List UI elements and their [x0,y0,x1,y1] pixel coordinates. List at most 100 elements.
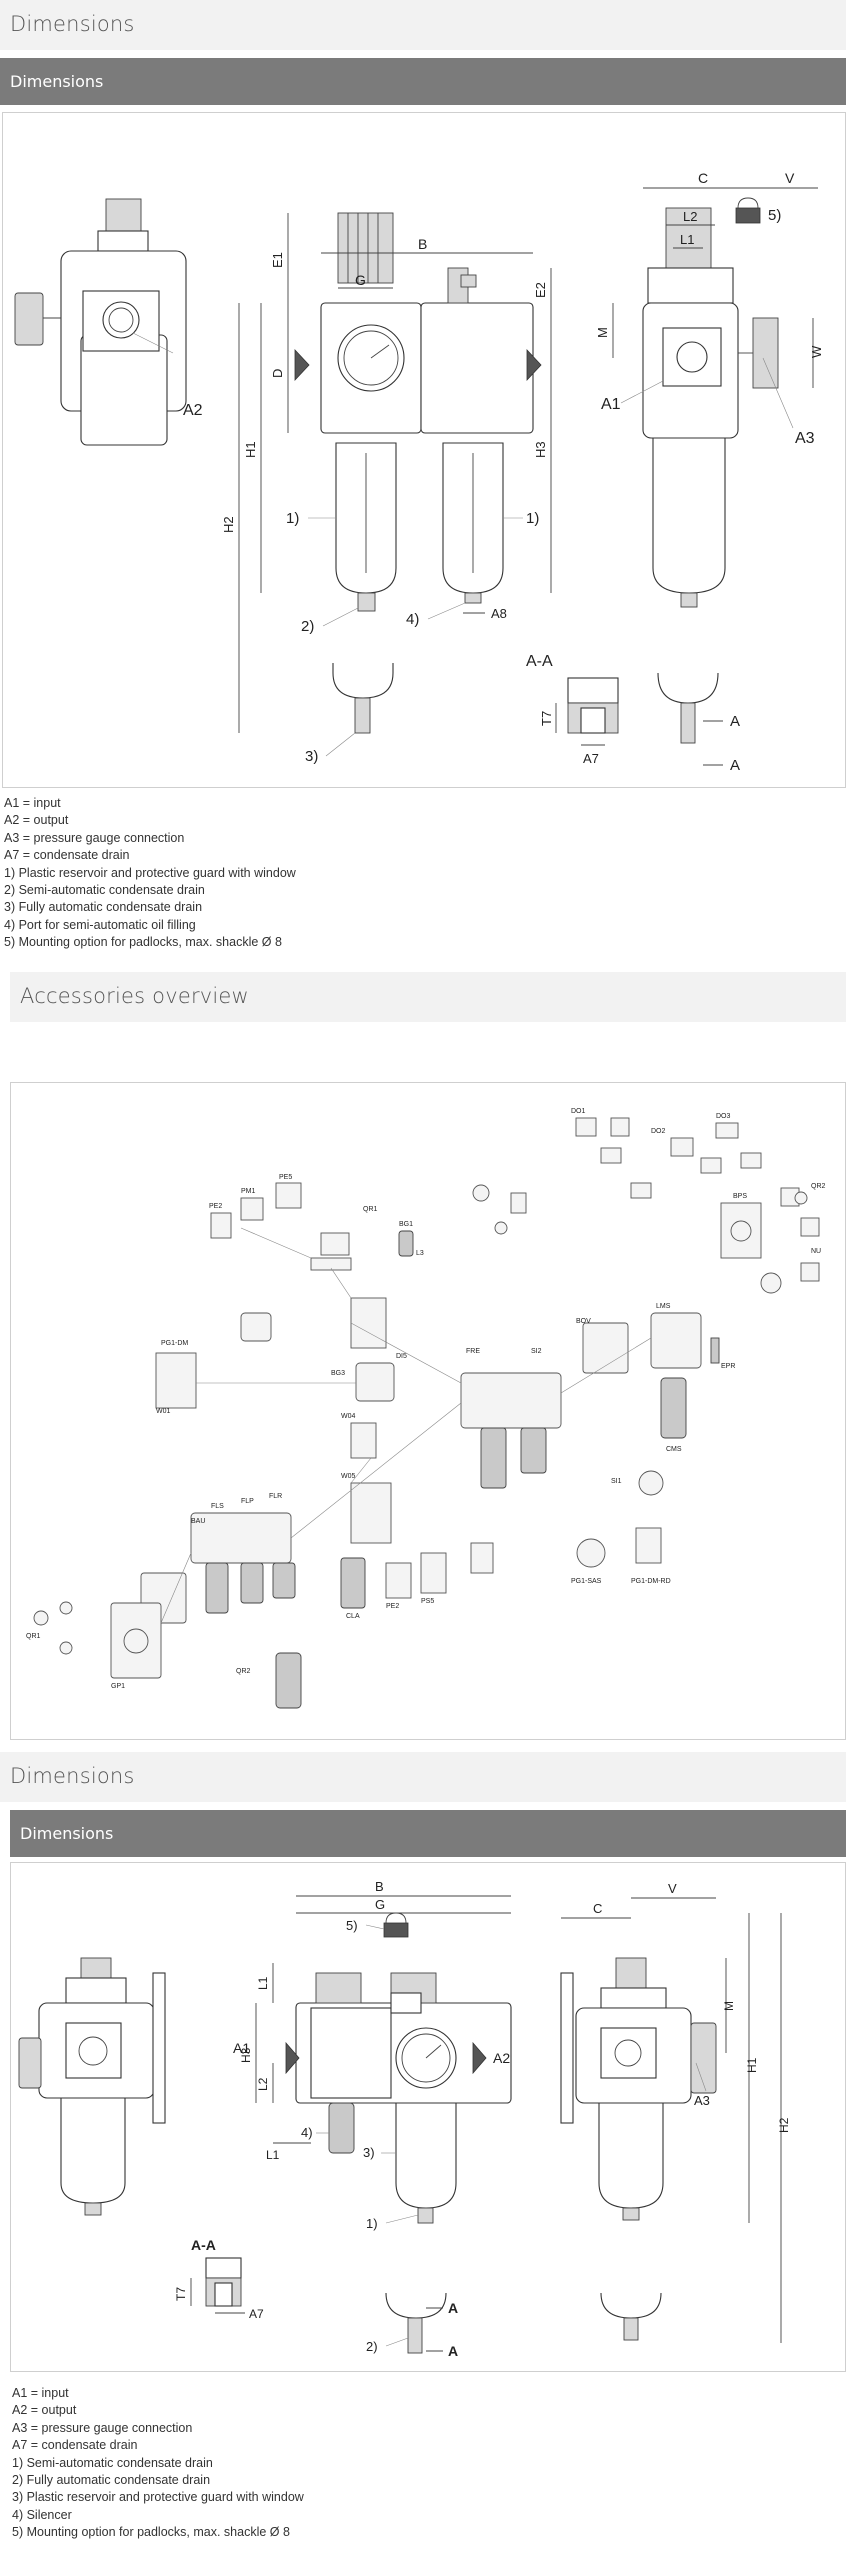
acc-label: BPS [733,1193,747,1200]
acc-label: QR1 [363,1206,378,1213]
legend-item: 1) Plastic reservoir and protective guar… [4,865,296,880]
legend-item: A7 = condensate drain [12,2438,138,2453]
technical-drawing-frl-unit: A2 [2,112,846,788]
acc-label: CLA [346,1613,360,1620]
section-aa-2: A-A T7 A7 [174,2237,264,2321]
acc-label: SI2 [531,1348,542,1355]
dim-v-2: V [668,1881,677,1896]
dim-g: G [355,272,366,288]
callout-2: 2) [301,618,314,635]
acc-label: DO2 [651,1128,666,1135]
acc-label: QR1 [26,1633,41,1640]
dim-c: C [698,170,708,186]
legend-item: A1 = input [4,796,61,810]
accessories-exploded-view: PE2 PM1 PE5 QR1 BG1 L3 PG1-DM W01 BG3 DI… [10,1082,846,1740]
legend-item: 3) Fully automatic condensate drain [4,900,203,915]
accessory-leaders [160,1227,652,1624]
section-heading-dimensions-2: Dimensions [0,1752,846,1802]
acc-label: PG1-DM-RD [631,1578,671,1585]
side-view-left: A2 [14,198,203,446]
label-a2-2: A2 [493,2050,510,2066]
acc-label: PE2 [386,1603,399,1610]
accessory-labels: PE2 PM1 PE5 QR1 BG1 L3 PG1-DM W01 BG3 DI… [26,1108,826,1690]
legend-item: 2) Semi-automatic condensate drain [4,883,205,898]
dim-a8: A8 [491,606,507,621]
label-a-upper-2: A [448,2300,458,2316]
acc-label: W05 [341,1473,356,1480]
accessory-left-unit [110,1512,302,1709]
acc-label: PM1 [241,1188,256,1195]
callout-1-left: 1) [286,510,299,527]
legend-item: 2) Fully automatic condensate drain [12,2473,211,2488]
acc-label: CMS [666,1446,682,1453]
dim-t7-2: T7 [174,2287,188,2301]
dim-d: D [270,369,285,378]
front-view: B G E1 D H1 H2 E2 H3 1) 1) 2) 4) 3) [221,212,552,765]
callout-4: 4) [406,611,419,628]
callout-1-2: 1) [366,2216,378,2231]
dim-l1-2: L1 [256,1976,270,1990]
legend-item: A3 = pressure gauge connection [4,830,185,845]
dim-l2: L2 [683,209,697,224]
side-view-left-2 [18,1957,166,2216]
legend-item: 4) Port for semi-automatic oil filling [4,917,196,932]
label-section-aa: A-A [526,653,553,670]
dim-t7: T7 [539,711,554,726]
label-a-upper: A [730,713,740,730]
acc-label: BOV [576,1318,591,1325]
callout-2-2: 2) [366,2339,378,2354]
label-a-lower-2: A [448,2343,458,2359]
technical-drawing-combination-unit: 5) B G L1 H3 L2 L1 A1 A2 4) 3) 1) 2) A [10,1862,846,2372]
acc-label: QR2 [236,1668,251,1675]
dim-h3-2: H3 [239,2047,253,2063]
label-a1-2: A1 [233,2040,250,2056]
acc-label: PG1-SAS [571,1578,602,1585]
acc-label: FLR [269,1493,282,1500]
acc-label: BG1 [399,1221,413,1228]
accessory-central-unit [460,1312,702,1489]
dim-b: B [418,236,427,252]
dim-g-2: G [375,1897,385,1912]
acc-label: FRE [466,1348,480,1355]
acc-label: PS5 [421,1598,434,1605]
dim-h2: H2 [221,516,236,533]
acc-label: DI5 [396,1353,407,1360]
dim-c-2: C [593,1901,602,1916]
label-a1-right: A1 [601,396,621,413]
label-a3-2: A3 [694,2093,710,2108]
label-a-lower: A [730,757,740,774]
dim-e2: E2 [533,282,548,298]
legend-item: 5) Mounting option for padlocks, max. sh… [12,2525,290,2540]
acc-label: GP1 [111,1683,125,1690]
dim-a7-2: A7 [249,2307,264,2321]
dim-e1: E1 [270,252,285,268]
legend-item: A2 = output [12,2403,77,2418]
subheading-bar-dimensions: Dimensions [0,58,846,105]
legend-item: 4) Silencer [12,2507,72,2522]
subheading-bar-dimensions-2: Dimensions [10,1810,846,1857]
callout-5-2: 5) [346,1918,358,1933]
acc-label: FLS [211,1503,224,1510]
acc-label: NU [811,1248,821,1255]
dim-l1: L1 [680,232,694,247]
dim-l2-2: L2 [256,2077,270,2091]
dim-l1-bottom: L1 [266,2148,280,2162]
dim-m: M [595,327,610,338]
accessory-top-cluster [575,1117,820,1364]
legend-item: A1 = input [12,2386,69,2400]
acc-label: PE2 [209,1203,222,1210]
front-view-2: 5) B G L1 H3 L2 L1 A1 A2 4) 3) 1) 2) A [233,1879,512,2359]
side-view-right-2: C V M H1 H2 A3 [560,1881,791,2343]
callout-4-2: 4) [301,2125,313,2140]
acc-label: DO1 [571,1108,586,1115]
callout-5: 5) [768,207,781,224]
acc-label: L3 [416,1250,424,1257]
legend-section3: A1 = input A2 = output A3 = pressure gau… [12,2385,846,2542]
dim-b-2: B [375,1879,384,1894]
callout-3: 3) [305,748,318,765]
label-a2-left: A2 [183,402,203,419]
side-view-right: 5) C V L2 L1 M W A1 A3 [595,170,824,608]
acc-label: LMS [656,1303,671,1310]
accessory-upper-left [33,1182,808,1655]
section-aa: A-A T7 A7 A A [526,653,740,774]
